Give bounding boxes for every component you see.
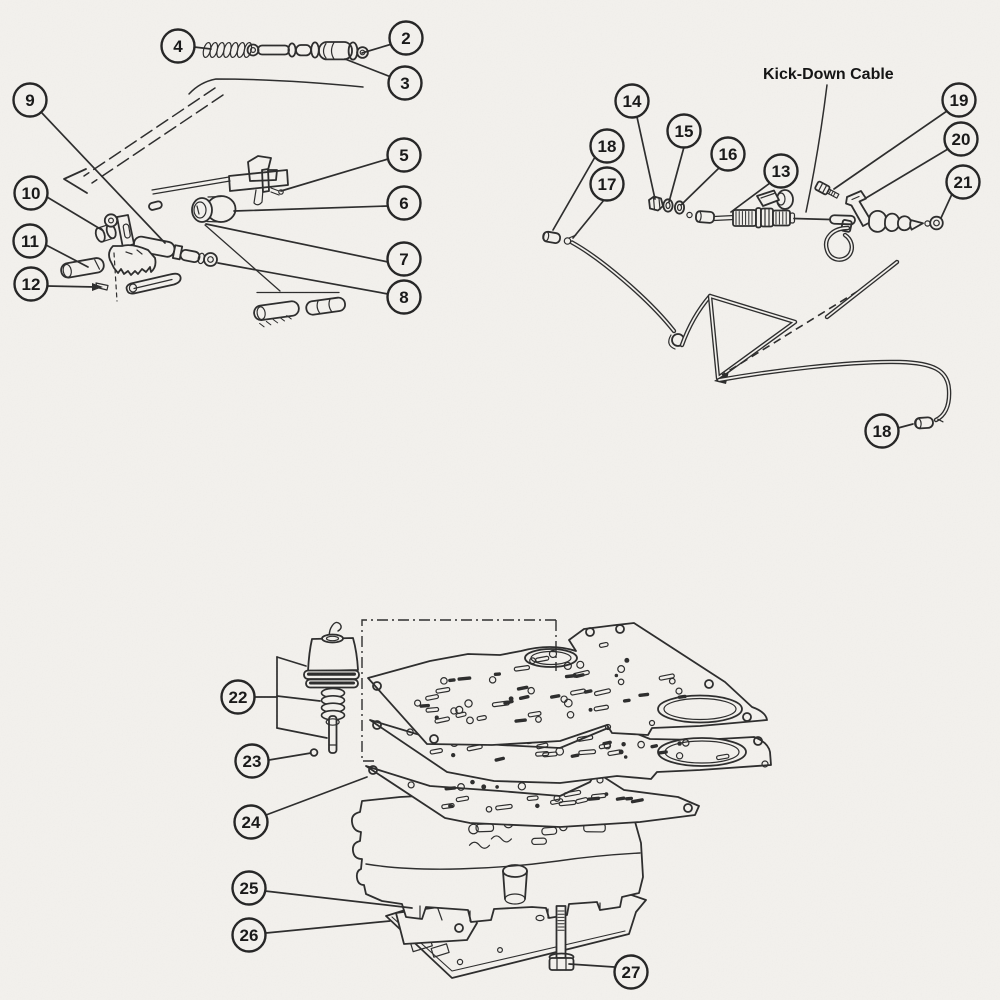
callout-21: 21	[940, 164, 981, 219]
svg-text:19: 19	[950, 91, 969, 110]
svg-text:5: 5	[399, 146, 408, 165]
callout-18: 18	[864, 413, 914, 449]
servo-piston-drum	[148, 195, 237, 223]
callout-9: 9	[12, 82, 166, 244]
callout-16: 16	[680, 136, 746, 206]
callout-23: 23	[234, 743, 312, 779]
svg-text:2: 2	[401, 29, 410, 48]
washer-ring-inner	[207, 256, 214, 263]
svg-text:11: 11	[21, 232, 39, 251]
svg-text:15: 15	[675, 122, 694, 141]
svg-text:10: 10	[22, 184, 41, 203]
callout-7: 7	[205, 223, 422, 277]
svg-text:13: 13	[772, 162, 791, 181]
selector-rod-assembly	[542, 230, 952, 430]
callout-24: 24	[233, 776, 368, 840]
svg-text:18: 18	[598, 137, 617, 156]
svg-text:12: 12	[22, 275, 41, 294]
svg-text:14: 14	[623, 92, 642, 111]
svg-text:3: 3	[400, 74, 409, 93]
svg-text:25: 25	[240, 879, 259, 898]
callout-2: 2	[361, 20, 424, 56]
svg-text:16: 16	[719, 145, 738, 164]
throttle-linkage-view	[60, 41, 369, 328]
svg-text:6: 6	[399, 194, 408, 213]
cable-bolt	[814, 180, 840, 199]
kickdown-cable-label: Kick-Down Cable	[763, 66, 894, 83]
cable-boot	[868, 209, 924, 233]
valve-body-view	[303, 619, 772, 979]
svg-text:21: 21	[954, 173, 973, 192]
svg-text:4: 4	[173, 37, 183, 56]
svg-text:26: 26	[240, 926, 259, 945]
svg-text:9: 9	[25, 91, 34, 110]
svg-text:20: 20	[952, 130, 971, 149]
callout-27: 27	[568, 954, 649, 990]
callout-10: 10	[13, 175, 103, 231]
washer-ring	[203, 252, 218, 267]
svg-text:18: 18	[873, 422, 892, 441]
callout-17: 17	[572, 166, 625, 239]
svg-text:17: 17	[598, 175, 617, 194]
svg-text:24: 24	[242, 813, 261, 832]
callout-6: 6	[233, 185, 422, 221]
svg-text:22: 22	[229, 688, 248, 707]
callout-11: 11	[12, 223, 89, 268]
svg-text:7: 7	[399, 250, 408, 269]
manual-lever-cluster	[60, 213, 182, 302]
callout-26: 26	[231, 917, 391, 953]
loose-parts	[204, 224, 346, 328]
callout-4: 4	[160, 28, 212, 64]
callout-15: 15	[666, 113, 702, 203]
svg-text:8: 8	[399, 288, 408, 307]
gasket-plate-1	[367, 622, 768, 746]
callout-3: 3	[344, 58, 423, 101]
cable-trunnion	[756, 189, 794, 210]
case-phantom-outline	[63, 78, 364, 194]
kickdown-cable-view: Kick-Down Cable	[542, 66, 952, 430]
servo-piston-assembly	[202, 41, 369, 61]
svg-text:27: 27	[622, 963, 641, 982]
svg-text:23: 23	[243, 752, 262, 771]
callout-5: 5	[280, 137, 422, 192]
